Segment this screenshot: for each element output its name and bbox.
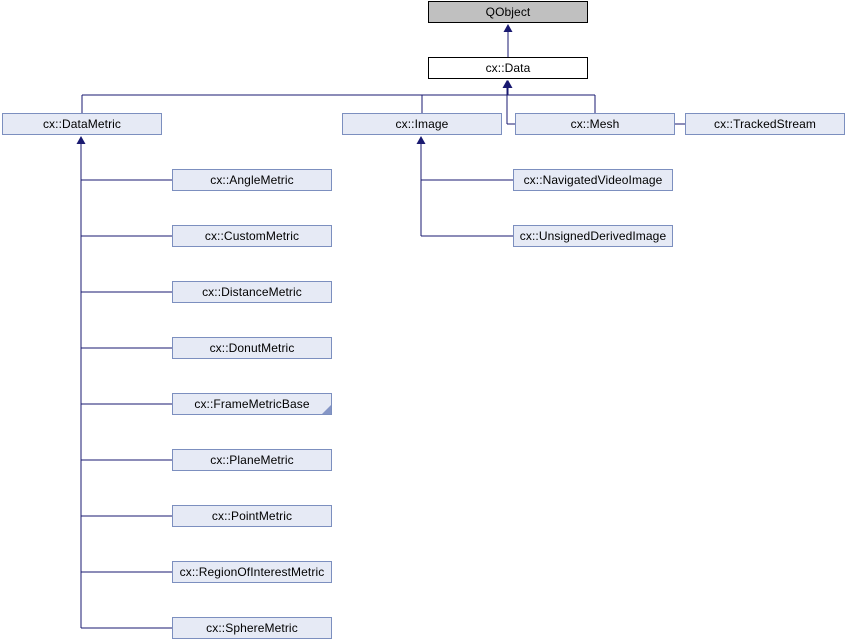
class-node-label: QObject xyxy=(485,5,531,19)
class-node-label: cx::FrameMetricBase xyxy=(194,397,310,411)
class-node-label: cx::DonutMetric xyxy=(209,341,295,355)
class-node-label: cx::DistanceMetric xyxy=(202,285,302,299)
class-node-cx-custommetric[interactable]: cx::CustomMetric xyxy=(172,225,332,247)
class-node-cx-anglemetric[interactable]: cx::AngleMetric xyxy=(172,169,332,191)
class-node-cx-framemetricbase[interactable]: cx::FrameMetricBase xyxy=(172,393,332,415)
class-node-cx-trackedstream[interactable]: cx::TrackedStream xyxy=(685,113,845,135)
class-node-label: cx::PointMetric xyxy=(211,509,293,523)
class-node-label: cx::RegionOfInterestMetric xyxy=(179,565,325,579)
class-node-label: cx::Image xyxy=(395,117,449,131)
class-node-cx-data[interactable]: cx::Data xyxy=(428,57,588,79)
class-node-qobject[interactable]: QObject xyxy=(428,1,588,23)
class-node-cx-navvideoimage[interactable]: cx::NavigatedVideoImage xyxy=(513,169,673,191)
class-node-label: cx::Data xyxy=(485,61,531,75)
class-node-cx-roimetric[interactable]: cx::RegionOfInterestMetric xyxy=(172,561,332,583)
folded-corner-icon xyxy=(322,405,331,414)
class-node-label: cx::PlaneMetric xyxy=(210,453,294,467)
class-node-label: cx::AngleMetric xyxy=(210,173,294,187)
class-node-label: cx::UnsignedDerivedImage xyxy=(519,229,667,243)
class-node-cx-planemetric[interactable]: cx::PlaneMetric xyxy=(172,449,332,471)
class-node-cx-pointmetric[interactable]: cx::PointMetric xyxy=(172,505,332,527)
class-node-cx-distancemetric[interactable]: cx::DistanceMetric xyxy=(172,281,332,303)
class-node-label: cx::DataMetric xyxy=(42,117,122,131)
class-node-cx-image[interactable]: cx::Image xyxy=(342,113,502,135)
class-node-cx-datametric[interactable]: cx::DataMetric xyxy=(2,113,162,135)
class-node-cx-unsignedderived[interactable]: cx::UnsignedDerivedImage xyxy=(513,225,673,247)
class-node-cx-spheremetric[interactable]: cx::SphereMetric xyxy=(172,617,332,639)
class-node-label: cx::NavigatedVideoImage xyxy=(523,173,663,187)
class-node-label: cx::CustomMetric xyxy=(204,229,300,243)
class-node-label: cx::Mesh xyxy=(570,117,620,131)
class-node-cx-mesh[interactable]: cx::Mesh xyxy=(515,113,675,135)
class-node-label: cx::SphereMetric xyxy=(206,621,298,635)
class-node-label: cx::TrackedStream xyxy=(714,117,816,131)
class-node-cx-donutmetric[interactable]: cx::DonutMetric xyxy=(172,337,332,359)
